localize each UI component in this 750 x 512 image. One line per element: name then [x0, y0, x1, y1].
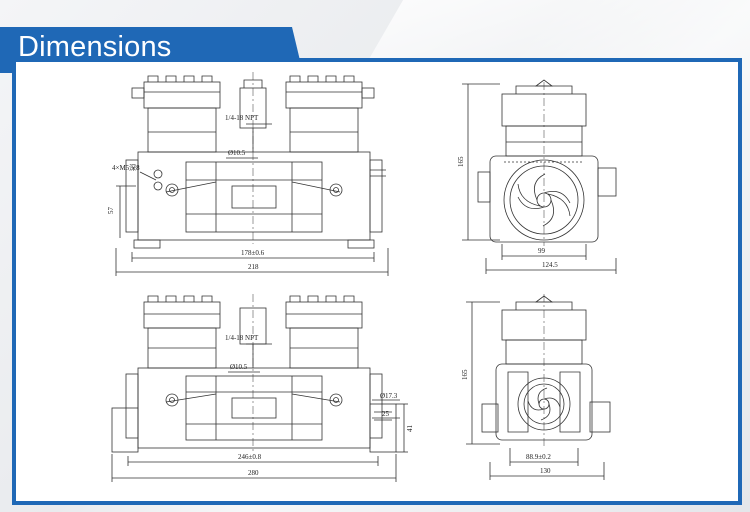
label-top-bore: Ø10.5: [228, 149, 246, 157]
label-top-side-width: 124.5: [542, 261, 558, 269]
bottom-side-view: [466, 294, 611, 480]
bottom-front-view: [111, 294, 408, 482]
top-front-view: [115, 72, 389, 276]
top-left-cylinder: [147, 107, 217, 153]
top-side-view: [462, 79, 617, 274]
label-top-npt: 1/4-18 NPT: [225, 114, 259, 122]
label-bottom-port-size: 25: [382, 410, 390, 418]
label-top-side-height: 165: [457, 156, 465, 167]
bottom-left-bracket: [111, 407, 139, 453]
label-top-mount: 4×M5深8: [112, 163, 140, 172]
page-title: Dimensions: [18, 31, 172, 63]
label-bottom-npt: 1/4-18 NPT: [225, 334, 259, 342]
drawing-frame: [12, 58, 742, 505]
top-fan-outer: [503, 159, 585, 241]
label-top-fan-width: 99: [538, 247, 546, 255]
dimension-labels: 1/4-18 NPT Ø10.5 4×M5深8 57 178±0.6 218 1…: [107, 114, 558, 477]
top-right-cylinder: [289, 107, 359, 153]
top-right-head: [285, 81, 363, 109]
label-bottom-side-height: 165: [461, 369, 469, 380]
label-bottom-overall-width: 280: [248, 469, 259, 477]
label-top-height: 57: [107, 207, 115, 215]
bottom-right-head: [285, 301, 363, 329]
bottom-crankcase: [137, 367, 371, 449]
label-bottom-hole-span: 246±0.8: [238, 453, 262, 461]
label-bottom-side-width: 130: [540, 467, 551, 475]
label-bottom-port-dia: Ø17.3: [380, 392, 398, 400]
label-bottom-bore: Ø10.5: [230, 363, 248, 371]
bottom-right-port: [369, 403, 397, 453]
top-left-head: [143, 81, 221, 109]
label-top-hole-span: 178±0.6: [241, 249, 265, 257]
technical-drawing: 1/4-18 NPT Ø10.5 4×M5深8 57 178±0.6 218 1…: [107, 72, 617, 482]
label-bottom-height: 41: [406, 425, 414, 433]
label-top-overall-width: 218: [248, 263, 259, 271]
label-bottom-fan-width: 88.9±0.2: [526, 453, 551, 461]
bottom-left-head: [143, 301, 221, 329]
